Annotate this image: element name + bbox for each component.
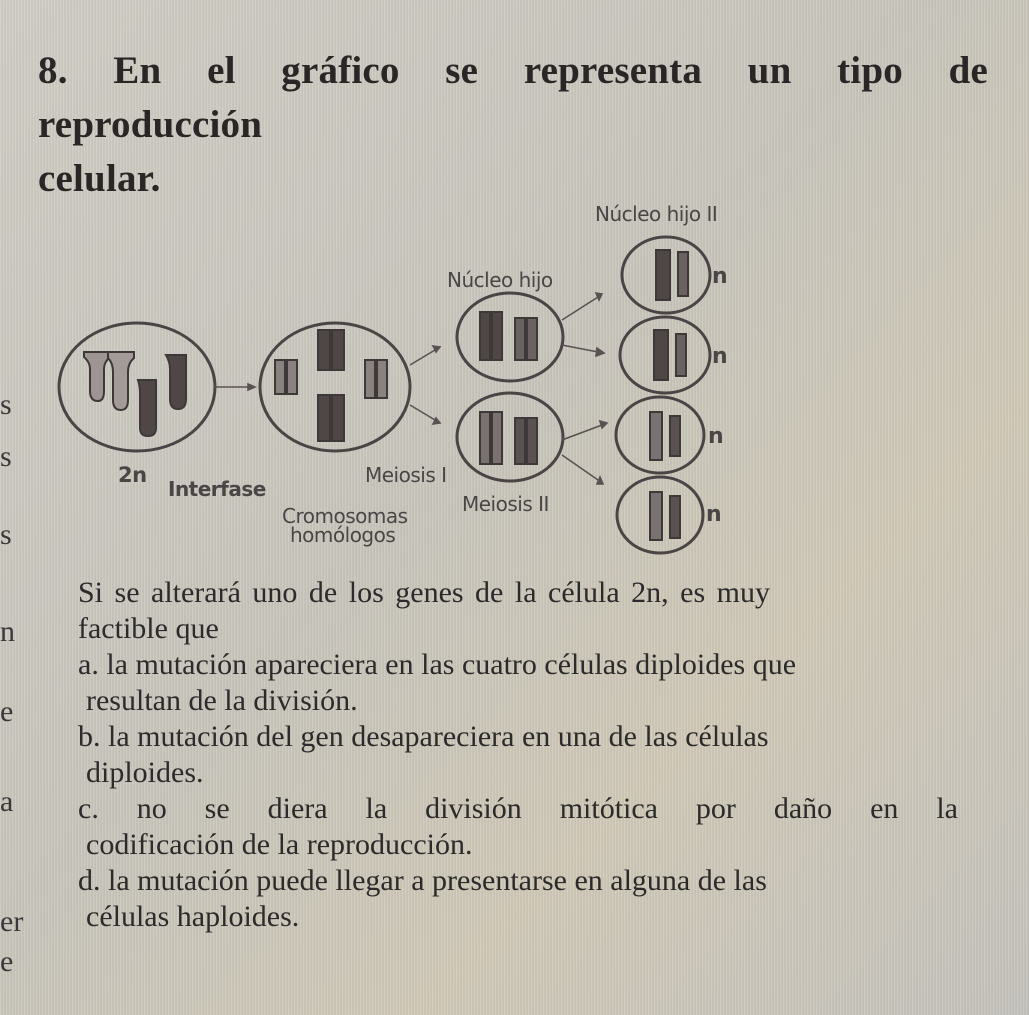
margin-fragment: er [0, 905, 24, 938]
label-haploid-4: n [706, 502, 722, 527]
margin-fragment: e [0, 695, 14, 728]
option-a-line-1: a. la mutación apareciera en las cuatro … [78, 648, 797, 681]
label-interfase: Interfase [168, 477, 266, 501]
margin-fragment: a [0, 785, 14, 818]
option-c-line-1: c. no se diera la división mitótica por … [78, 792, 958, 825]
margin-fragment: s [0, 518, 12, 551]
meiosis-diagram-graphic [57, 235, 712, 555]
label-haploid-1: n [712, 264, 728, 289]
meiosis-diagram: Núcleo hijo II Núcleo hijo n n n n 2n In… [0, 180, 1029, 560]
cell-2n-membrane [57, 321, 217, 453]
margin-fragment: s [0, 440, 12, 473]
option-c-line-2: codificación de la reproducción. [86, 828, 473, 861]
option-a[interactable]: a. la mutación apareciera en las cuatro … [78, 647, 958, 719]
question-title-line-2: celular. [38, 157, 161, 200]
label-haploid-3: n [708, 424, 724, 449]
label-2n: 2n [118, 463, 147, 487]
option-b[interactable]: b. la mutación del gen desapareciera en … [78, 719, 958, 791]
nucleo-hijo-1-membrane [455, 291, 565, 383]
stem-line-2: factible que [78, 612, 219, 645]
margin-fragment: n [0, 615, 15, 648]
label-cromosomas: Cromosomas [282, 504, 408, 528]
margin-fragment: s [0, 388, 12, 421]
nucleo-hijo-2-membrane [455, 391, 565, 483]
label-meiosis-i: Meiosis I [365, 463, 447, 487]
label-haploid-2: n [712, 344, 728, 369]
option-b-line-2: diploides. [86, 756, 204, 789]
option-a-line-2: resultan de la división. [86, 684, 358, 717]
question-body: Si se alterará uno de los genes de la cé… [78, 575, 958, 935]
option-d[interactable]: d. la mutación puede llegar a presentars… [78, 863, 958, 935]
option-c[interactable]: c. no se diera la división mitótica por … [78, 791, 958, 863]
option-d-line-2: células haploides. [86, 900, 300, 933]
question-title: 8. En el gráfico se representa un tipo d… [38, 44, 988, 206]
option-b-line-1: b. la mutación del gen desapareciera en … [78, 720, 769, 753]
stem-line-1: Si se alterará uno de los genes de la cé… [78, 576, 770, 609]
cell-interfase-membrane [258, 321, 412, 453]
label-meiosis-ii: Meiosis II [462, 492, 549, 516]
label-homologos: homólogos [290, 523, 396, 547]
margin-fragment: e [0, 945, 14, 978]
question-title-line-1: 8. En el gráfico se representa un tipo d… [38, 49, 988, 146]
option-d-line-1: d. la mutación puede llegar a presentars… [78, 864, 767, 897]
label-nucleo-hijo: Núcleo hijo [447, 268, 553, 292]
label-nucleo-hijo-ii: Núcleo hijo II [595, 202, 718, 226]
